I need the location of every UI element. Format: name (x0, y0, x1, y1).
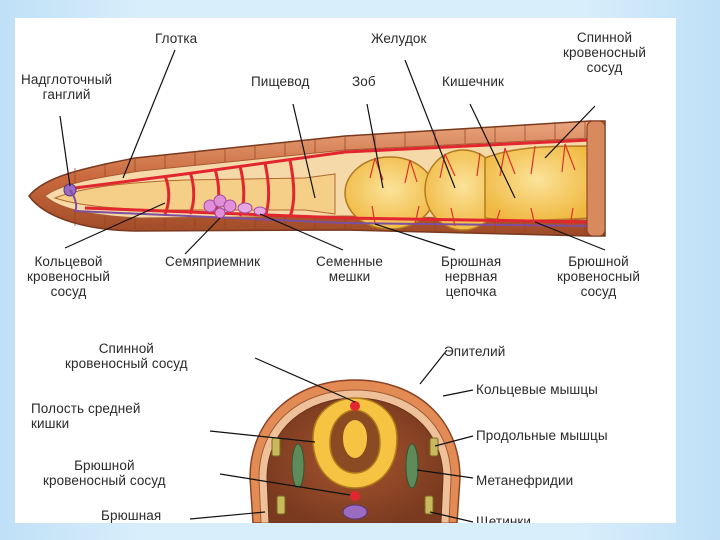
label-circular-muscles: Кольцевые мышцы (476, 382, 598, 397)
label-metanephridia: Метанефридии (476, 473, 574, 488)
label-pharynx: Глотка (155, 31, 198, 46)
seminal-vesicles (237, 202, 267, 216)
ventral-nerve-cord (74, 210, 591, 227)
label-ventral-vessel-top: Брюшной кровеносный сосуд (557, 254, 640, 299)
pointer-lines-top (59, 49, 606, 255)
slide-canvas: Глотка Желудок Спинной кровеносный сосуд… (15, 18, 676, 523)
metanephridium-left (291, 443, 305, 489)
label-supraesophageal-ganglion: Надглоточный ганглий (21, 72, 113, 102)
label-ventral-cut: Брюшная (101, 508, 162, 523)
ventral-vessel-cross (350, 491, 360, 501)
label-seminal-vesicles: Семенные мешки (316, 254, 383, 284)
intestine (484, 145, 591, 222)
label-crop: Зоб (352, 74, 376, 89)
nerve-ring (69, 189, 78, 212)
label-spermatheca: Семяприемник (165, 254, 261, 269)
label-ring-vessel: Кольцевой кровеносный сосуд (27, 254, 110, 299)
spermatheca (203, 194, 237, 219)
longitudinal-muscle-bundles (271, 437, 439, 515)
worm-tail-end (586, 120, 606, 237)
label-ventral-nerve-cord: Брюшная нервная цепочка (441, 254, 502, 299)
worm-cross-section (249, 379, 461, 523)
label-setae-cut: Щетинки (476, 514, 532, 523)
ventral-blood-vessel (84, 206, 591, 224)
dorsal-vessel-cross (350, 401, 360, 411)
label-esophagus: Пищевод (251, 74, 310, 89)
label-midgut-cavity: Полость средней кишки (31, 401, 141, 431)
label-dorsal-vessel-cross: Спинной кровеносный сосуд (65, 341, 188, 371)
label-stomach: Желудок (371, 31, 427, 46)
typhlosole-core (343, 420, 367, 458)
nerve-cord-cross (342, 504, 368, 520)
worm-anatomy-illustration (28, 49, 606, 523)
label-dorsal-vessel-top: Спинной кровеносный сосуд (563, 30, 646, 75)
label-intestine: Кишечник (442, 74, 505, 89)
label-epithelium: Эпителий (444, 344, 506, 359)
gut-capillaries (369, 143, 576, 227)
worm-longitudinal-section (28, 120, 606, 237)
metanephridium-right (405, 443, 419, 489)
pointer-lines-bottom (189, 349, 474, 523)
label-ventral-vessel-cross: Брюшной кровеносный сосуд (43, 458, 166, 488)
label-longitudinal-muscles: Продольные мышцы (476, 428, 608, 443)
